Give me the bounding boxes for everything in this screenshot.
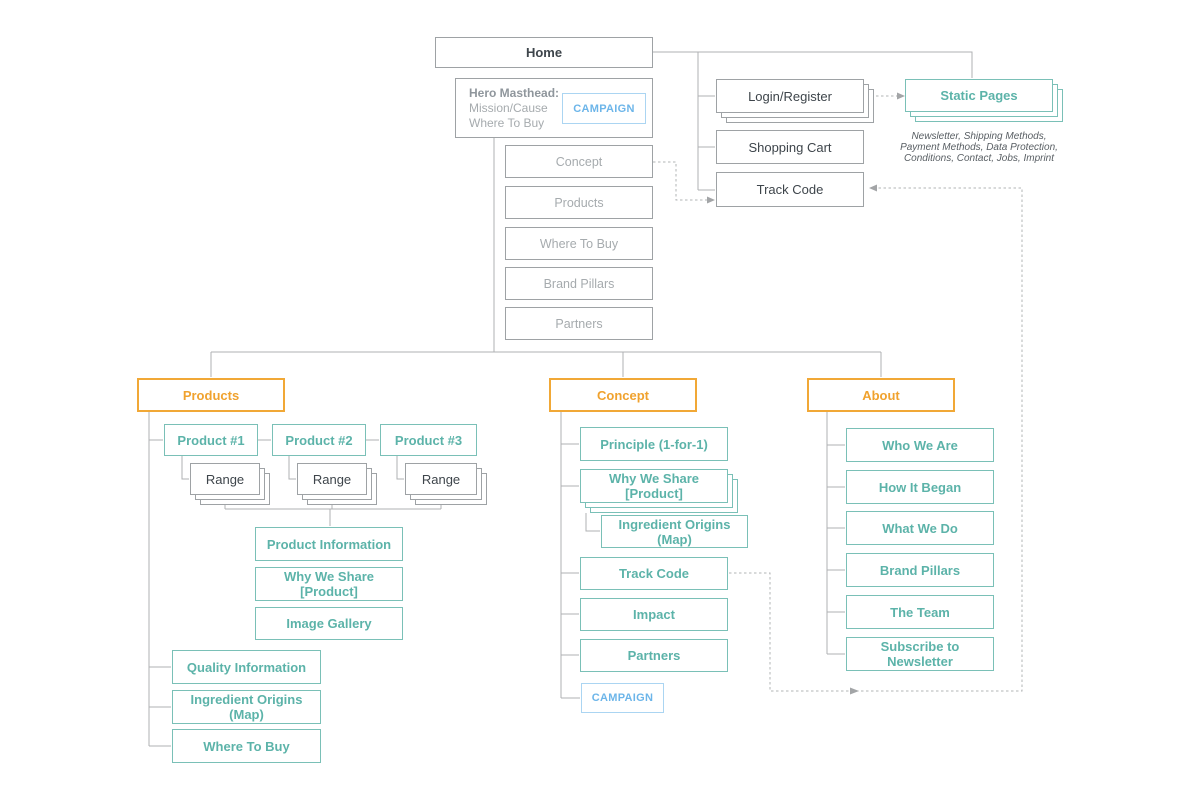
node-partners-concept-label: Partners [627,648,681,663]
node-product-3[interactable]: Product #3 [380,424,477,456]
node-image-gallery[interactable]: Image Gallery [255,607,403,640]
node-why-we-share-product[interactable]: Why We Share [Product] [255,567,403,601]
nav-item-partners-label: Partners [555,316,603,331]
node-track-code-top-label: Track Code [756,182,824,197]
node-why-we-share-product-label: Why We Share [Product] [283,569,375,599]
hero-masthead-line2: Where To Buy [469,115,545,130]
hero-campaign-label: CAMPAIGN [573,102,635,115]
static-pages-caption: Newsletter, Shipping Methods, Payment Me… [859,131,1099,164]
node-what-we-do-label: What We Do [882,520,958,536]
node-image-gallery-label: Image Gallery [286,616,372,631]
section-header-about[interactable]: About [807,378,955,412]
nav-item-products[interactable]: Products [505,186,653,219]
node-partners-concept[interactable]: Partners [580,639,728,672]
node-product-2[interactable]: Product #2 [272,424,366,456]
node-login-register-label: Login/Register [748,88,832,104]
node-impact[interactable]: Impact [580,598,728,631]
node-brand-pillars-about-label: Brand Pillars [879,562,961,578]
hero-campaign-chip[interactable]: CAMPAIGN [562,93,646,124]
node-product-information[interactable]: Product Information [255,527,403,561]
node-login-register[interactable]: Login/Register [716,79,874,123]
node-product-information-label: Product Information [266,536,392,552]
node-product-1[interactable]: Product #1 [164,424,258,456]
section-header-products-label: Products [182,387,240,403]
node-hero-masthead[interactable]: Hero Masthead: Mission/Cause Where To Bu… [455,78,653,138]
node-impact-label: Impact [633,607,675,622]
node-home[interactable]: Home [435,37,653,68]
nav-item-brand-pillars-label: Brand Pillars [543,276,615,291]
node-how-it-began-label: How It Began [878,479,962,495]
section-header-concept[interactable]: Concept [549,378,697,412]
node-brand-pillars-about[interactable]: Brand Pillars [846,553,994,587]
node-the-team[interactable]: The Team [846,595,994,629]
node-range-1[interactable]: Range [190,463,270,505]
node-range-2-label: Range [312,471,352,487]
node-why-we-share-concept[interactable]: Why We Share [Product] [580,469,738,513]
static-pages-caption-line1: Newsletter, Shipping Methods, [911,131,1047,142]
nav-item-concept-label: Concept [555,154,603,169]
node-product-1-label: Product #1 [177,432,245,448]
node-campaign-concept-label: CAMPAIGN [591,692,654,704]
node-static-pages[interactable]: Static Pages [905,79,1063,122]
node-who-we-are[interactable]: Who We Are [846,428,994,462]
node-ingredient-origins-products-label: Ingredient Origins (Map) [190,692,303,722]
nav-item-where-to-buy[interactable]: Where To Buy [505,227,653,260]
node-home-label: Home [525,45,563,60]
node-product-3-label: Product #3 [394,432,463,448]
nav-item-where-to-buy-label: Where To Buy [539,236,619,251]
nav-item-brand-pillars[interactable]: Brand Pillars [505,267,653,300]
node-shopping-cart-label: Shopping Cart [748,139,832,155]
node-principle-1-for-1[interactable]: Principle (1-for-1) [580,427,728,461]
node-subscribe-to-newsletter[interactable]: Subscribe to Newsletter [846,637,994,671]
node-shopping-cart[interactable]: Shopping Cart [716,130,864,164]
node-who-we-are-label: Who We Are [882,437,958,453]
node-track-code-concept[interactable]: Track Code [580,557,728,590]
node-why-we-share-concept-label: Why We Share [Product] [608,471,700,501]
node-range-3-label: Range [421,471,461,487]
node-how-it-began[interactable]: How It Began [846,470,994,504]
static-pages-caption-line2: Payment Methods, Data Protection, [900,142,1058,153]
node-static-pages-label: Static Pages [940,88,1018,103]
node-quality-information-label: Quality Information [186,659,307,675]
node-campaign-concept[interactable]: CAMPAIGN [581,683,664,713]
section-header-concept-label: Concept [597,387,649,403]
node-range-2[interactable]: Range [297,463,377,505]
node-where-to-buy-products-label: Where To Buy [203,738,290,754]
node-quality-information[interactable]: Quality Information [172,650,321,684]
nav-item-products-label: Products [554,195,604,210]
node-product-2-label: Product #2 [285,432,353,448]
nav-item-partners[interactable]: Partners [505,307,653,340]
node-the-team-label: The Team [890,604,950,620]
node-ingredient-origins-products[interactable]: Ingredient Origins (Map) [172,690,321,724]
node-ingredient-origins-concept-label: Ingredient Origins (Map) [618,516,731,547]
hero-masthead-text: Hero Masthead: Mission/Cause Where To Bu… [456,86,559,131]
hero-masthead-line1: Mission/Cause [469,100,548,115]
section-header-products[interactable]: Products [137,378,285,412]
nav-item-concept[interactable]: Concept [505,145,653,178]
hero-masthead-title: Hero Masthead: [469,85,560,100]
node-range-3[interactable]: Range [405,463,487,505]
node-where-to-buy-products[interactable]: Where To Buy [172,729,321,763]
section-header-about-label: About [862,387,900,403]
node-ingredient-origins-concept[interactable]: Ingredient Origins (Map) [601,515,748,548]
node-range-1-label: Range [205,471,245,487]
node-principle-1-for-1-label: Principle (1-for-1) [600,436,708,452]
node-what-we-do[interactable]: What We Do [846,511,994,545]
static-pages-caption-line3: Conditions, Contact, Jobs, Imprint [903,153,1055,164]
node-subscribe-to-newsletter-label: Subscribe to Newsletter [880,639,960,669]
node-track-code-concept-label: Track Code [618,566,690,581]
node-track-code-top[interactable]: Track Code [716,172,864,207]
